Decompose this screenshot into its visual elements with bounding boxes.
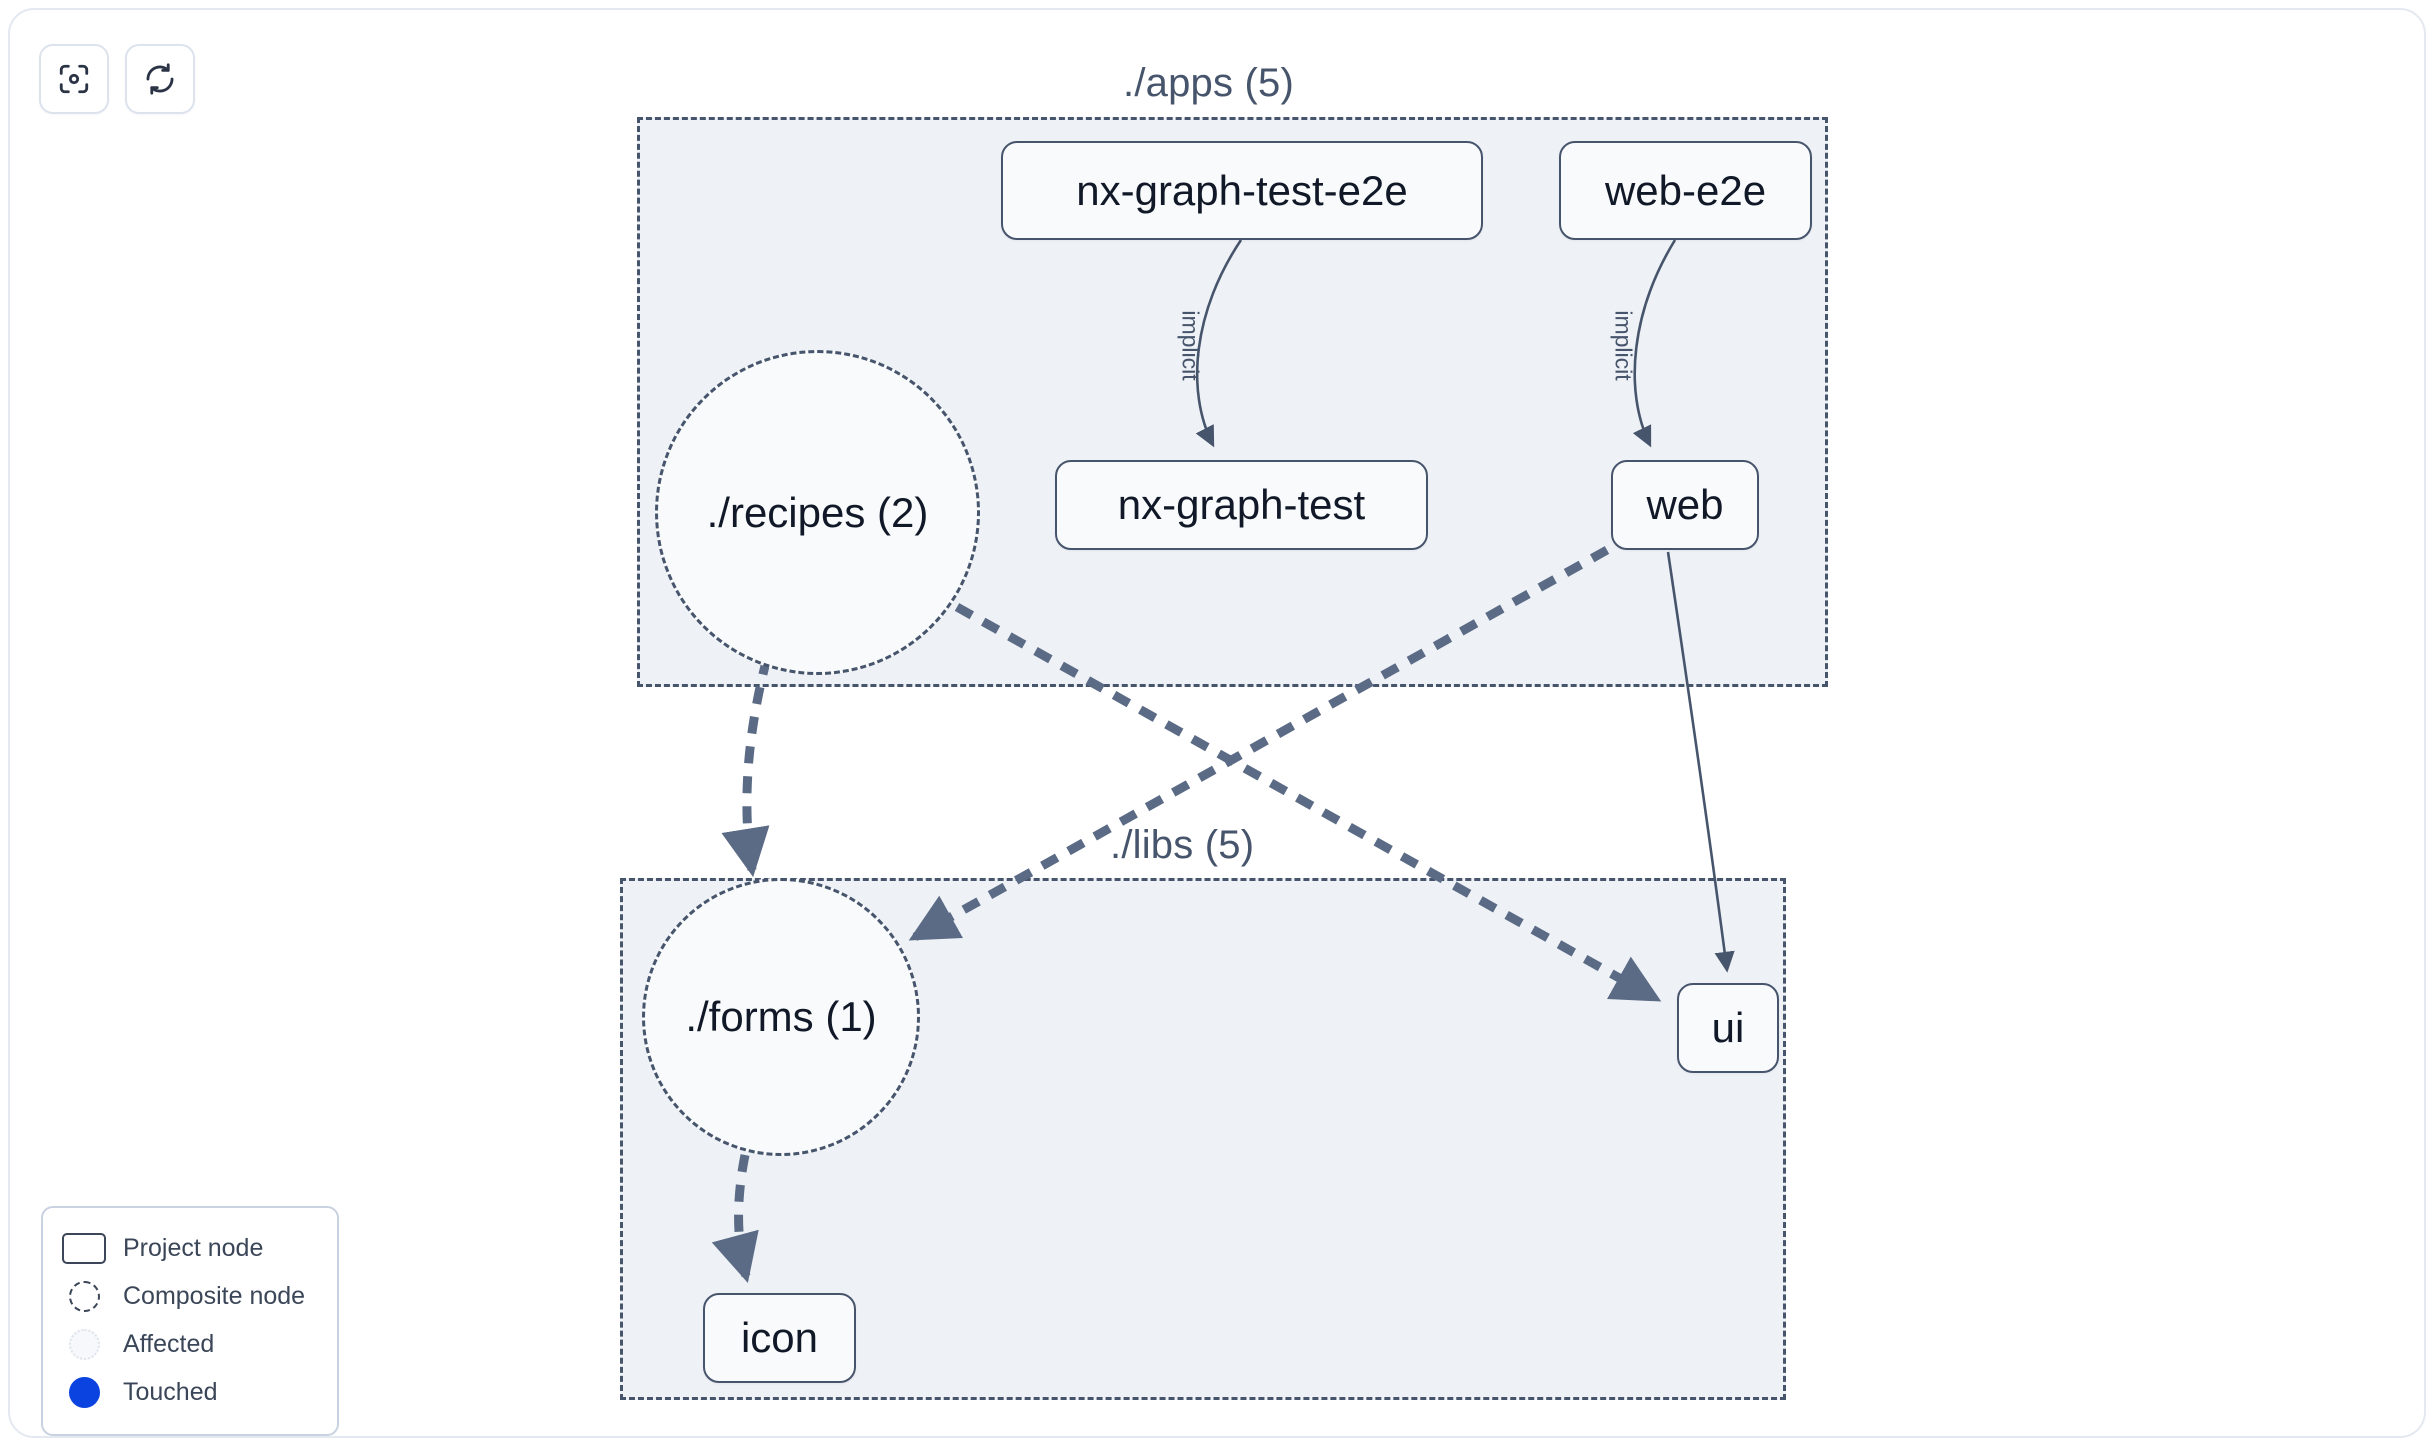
affected-swatch xyxy=(61,1327,107,1361)
legend-item-project-node: Project node xyxy=(61,1224,319,1272)
project-node-web-e2e-label: web-e2e xyxy=(1604,166,1767,214)
viewfinder-icon xyxy=(57,62,91,96)
project-node-nx-graph-test-e2e-label: nx-graph-test-e2e xyxy=(1076,166,1408,214)
project-node-swatch xyxy=(61,1231,107,1265)
refresh-icon xyxy=(143,62,177,96)
project-node-nx-graph-test[interactable]: nx-graph-test xyxy=(1055,460,1428,550)
group-label-apps: ./apps (5) xyxy=(1123,61,1294,105)
refresh-graph-button[interactable] xyxy=(125,44,195,114)
focus-graph-button[interactable] xyxy=(39,44,109,114)
legend-label-composite-node: Composite node xyxy=(123,1281,306,1310)
composite-node-recipes[interactable]: ./recipes (2) xyxy=(655,350,980,675)
legend-item-touched: Touched xyxy=(61,1368,319,1416)
legend-label-touched: Touched xyxy=(123,1377,218,1406)
project-node-web-label: web xyxy=(1646,481,1724,528)
project-node-ui[interactable]: ui xyxy=(1677,983,1779,1073)
project-node-nx-graph-test-e2e[interactable]: nx-graph-test-e2e xyxy=(1001,141,1483,240)
project-node-icon-label: icon xyxy=(740,1314,819,1361)
legend-label-affected: Affected xyxy=(123,1329,215,1358)
project-node-icon[interactable]: icon xyxy=(703,1293,856,1383)
legend-item-composite-node: Composite node xyxy=(61,1272,319,1320)
graph-app-window: ./apps (5) ./libs (5) xyxy=(8,8,2426,1438)
dependency-graph-canvas[interactable]: ./apps (5) ./libs (5) xyxy=(10,10,2424,1436)
composite-node-forms-label: ./forms (1) xyxy=(685,993,877,1040)
touched-swatch xyxy=(61,1375,107,1409)
project-node-nx-graph-test-label: nx-graph-test xyxy=(1117,481,1366,528)
project-node-web[interactable]: web xyxy=(1611,460,1759,550)
legend-label-project-node: Project node xyxy=(123,1233,264,1262)
group-label-libs: ./libs (5) xyxy=(1110,823,1255,867)
legend-item-affected: Affected xyxy=(61,1320,319,1368)
project-node-web-e2e[interactable]: web-e2e xyxy=(1559,141,1812,240)
graph-toolbar xyxy=(39,44,195,114)
project-node-ui-label: ui xyxy=(1711,1004,1745,1051)
edge-recipes-to-forms xyxy=(721,656,772,878)
composite-node-recipes-label: ./recipes (2) xyxy=(706,488,929,536)
composite-node-swatch xyxy=(61,1279,107,1313)
graph-legend: Project node Composite node Affected Tou… xyxy=(41,1206,339,1436)
composite-node-forms[interactable]: ./forms (1) xyxy=(642,878,920,1156)
